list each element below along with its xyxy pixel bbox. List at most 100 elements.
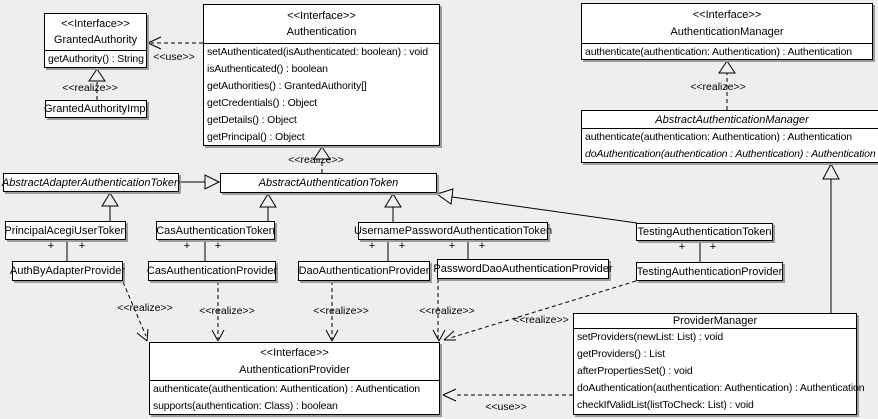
method: checkIfValidList(listToCheck: List) : vo… <box>577 399 754 411</box>
hollow-triangle-arrowhead <box>88 68 106 82</box>
stereotype-label: <<Interface>> <box>692 9 762 21</box>
method: doAuthentication(authentication: Authent… <box>577 382 865 394</box>
open-arrowhead <box>325 329 339 342</box>
class-name: AbstractAdapterAuthenticationToken <box>1 176 181 189</box>
class-box-abstractadapterauthenticationtoken[interactable]: AbstractAdapterAuthenticationToken <box>1 173 181 192</box>
class-name: TestingAuthenticationProvider <box>636 265 783 278</box>
method-list: authenticate(authentication: Authenticat… <box>582 44 872 61</box>
hollow-triangle-arrowhead <box>101 192 119 207</box>
method: isAuthenticated() : boolean <box>207 63 328 75</box>
class-name: AbstractAuthenticationManager <box>655 113 809 126</box>
use-label: <<use>> <box>485 401 527 413</box>
class-box-providermanager[interactable]: ProviderManager setProviders(newList: Li… <box>573 313 865 415</box>
stereotype-label: <<Interface>> <box>260 347 329 360</box>
class-name: GrantedAuthority <box>53 34 138 46</box>
class-box-authentication[interactable]: <<Interface>> Authentication setAuthenti… <box>203 4 440 146</box>
use-label: <<use>> <box>153 51 195 63</box>
open-arrowhead <box>211 329 225 342</box>
class-box-principalacegiusertoken[interactable]: PrincipalAcegiUserToken <box>4 221 127 240</box>
class-title: AbstractAuthenticationManager <box>582 111 878 129</box>
class-title: <<Interface>> AuthenticationProvider <box>150 343 439 381</box>
realize-line-testingauthenticationprovider <box>449 280 637 339</box>
method: getPrincipal() : Object <box>207 131 305 143</box>
open-arrowhead <box>443 330 456 341</box>
class-box-abstractauthenticationtoken[interactable]: AbstractAuthenticationToken <box>220 173 437 193</box>
plus-sign: + <box>709 241 717 253</box>
realize-label: <<realize>> <box>199 305 255 317</box>
realize-label: <<realize>> <box>513 314 569 326</box>
plus-sign: + <box>78 240 86 252</box>
class-name: PasswordDaoAuthenticationProvider <box>433 263 613 275</box>
class-name: TestingAuthenticationToken <box>637 226 772 238</box>
plus-sign: + <box>448 240 456 252</box>
method-list: setAuthenticated(isAuthenticated: boolea… <box>204 44 439 146</box>
class-name: ProviderManager <box>672 315 758 327</box>
method-list: authenticate(authentication: Authenticat… <box>150 381 439 415</box>
class-box-daoauthenticationprovider[interactable]: DaoAuthenticationProvider <box>298 261 430 281</box>
class-box-authenticationmanager[interactable]: <<Interface>> AuthenticationManager auth… <box>581 3 873 60</box>
method: getAuthorities() : GrantedAuthority[] <box>207 80 367 92</box>
hollow-triangle-arrowhead <box>204 174 221 190</box>
realize-label: <<realize>> <box>117 302 173 314</box>
class-name: AuthenticationProvider <box>239 363 350 376</box>
class-box-testingauthenticationprovider[interactable]: TestingAuthenticationProvider <box>636 262 783 281</box>
open-arrowhead <box>147 36 162 50</box>
hollow-triangle-arrowhead <box>259 193 277 208</box>
plus-sign: + <box>214 240 222 252</box>
open-arrowhead <box>136 328 149 342</box>
method: authenticate(authentication: Authenticat… <box>585 131 852 143</box>
class-name: GrantedAuthorityImpl <box>44 103 148 115</box>
class-name: DaoAuthenticationProvider <box>298 265 430 277</box>
method: setProviders(newList: List) : void <box>577 331 724 343</box>
method: authenticate(authentication: Authenticat… <box>153 383 420 395</box>
method-list: authenticate(authentication: Authenticat… <box>582 129 878 163</box>
open-arrowhead <box>432 329 446 342</box>
generalization-line-testingtoken <box>451 196 638 224</box>
class-name: AuthByAdapterProvider <box>10 265 125 277</box>
class-title: <<Interface>> AuthenticationManager <box>582 4 872 44</box>
class-box-usernamepasswordauthenticationtoken[interactable]: UsernamePasswordAuthenticationToken <box>354 222 552 240</box>
class-name: Authentication <box>286 26 357 39</box>
class-name: AuthenticationManager <box>670 26 784 38</box>
class-box-grantedauthorityimpl[interactable]: GrantedAuthorityImpl <box>44 100 148 118</box>
stereotype-label: <<Interface>> <box>61 18 130 30</box>
method: setAuthenticated(isAuthenticated: boolea… <box>207 46 428 58</box>
class-box-abstractauthenticationmanager[interactable]: AbstractAuthenticationManager authentica… <box>581 110 878 163</box>
hollow-triangle-arrowhead <box>313 146 331 160</box>
class-name: AbstractAuthenticationToken <box>258 177 399 189</box>
class-box-passworddaoauthenticationprovider[interactable]: PasswordDaoAuthenticationProvider <box>433 259 613 279</box>
class-box-grantedauthority[interactable]: <<Interface>> GrantedAuthority getAuthor… <box>44 13 147 68</box>
plus-sign: + <box>678 241 686 253</box>
class-box-testingauthenticationtoken[interactable]: TestingAuthenticationToken <box>636 223 773 241</box>
class-box-authbyadapterprovider[interactable]: AuthByAdapterProvider <box>10 261 125 281</box>
realize-label: <<realize>> <box>62 82 118 94</box>
plus-sign: + <box>368 240 376 252</box>
realize-line-authbyadapterprovider <box>122 281 147 337</box>
class-title: ProviderManager <box>574 314 856 329</box>
method: authenticate(authentication: Authenticat… <box>585 46 852 58</box>
method: supports(authentication: Class) : boolea… <box>153 400 338 412</box>
realize-label: <<realize>> <box>419 305 475 317</box>
open-arrowhead <box>442 388 457 402</box>
plus-sign: + <box>478 240 486 252</box>
realize-label: <<realize>> <box>690 81 746 93</box>
plus-sign: + <box>47 240 55 252</box>
class-title: <<Interface>> GrantedAuthority <box>45 14 146 51</box>
method: doAuthentication(authentication : Authen… <box>585 148 876 160</box>
plus-sign: + <box>398 240 406 252</box>
class-name: CasAuthenticationToken <box>156 224 275 237</box>
class-box-casauthenticationprovider[interactable]: CasAuthenticationProvider <box>147 261 277 281</box>
class-box-casauthenticationtoken[interactable]: CasAuthenticationToken <box>156 221 275 240</box>
class-box-authenticationprovider[interactable]: <<Interface>> AuthenticationProvider aut… <box>149 342 440 415</box>
method: getAuthority() : String <box>48 53 144 65</box>
method: getDetails() : Object <box>207 114 297 126</box>
stereotype-label: <<Interface>> <box>287 9 356 22</box>
method: afterPropertiesSet() : void <box>577 365 693 377</box>
hollow-triangle-arrowhead <box>822 162 840 180</box>
plus-sign: + <box>183 240 191 252</box>
class-title: <<Interface>> Authentication <box>204 5 439 44</box>
method: getProviders() : List <box>577 348 665 360</box>
hollow-triangle-arrowhead <box>718 60 736 74</box>
